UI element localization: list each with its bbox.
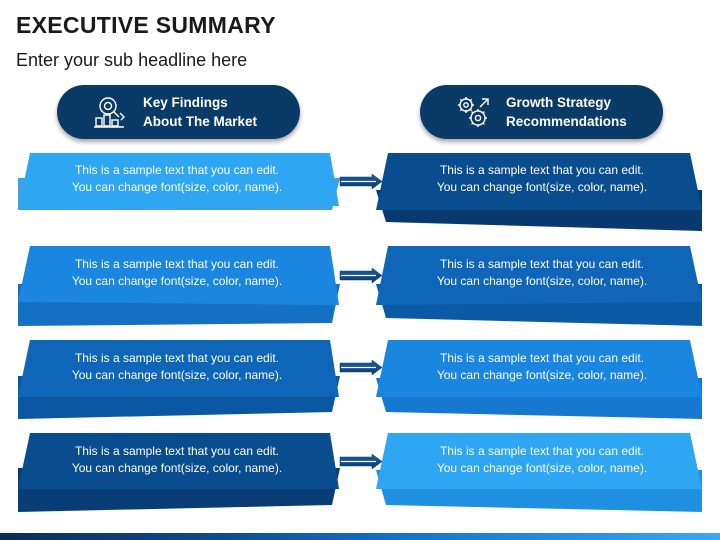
- text-line: This is a sample text that you can edit.: [74, 257, 280, 271]
- header-label-line: Growth Strategy: [506, 95, 612, 110]
- ribbon-face: [18, 433, 339, 489]
- row-1-shapes: [18, 153, 702, 231]
- ribbon-face: [18, 246, 339, 305]
- arrow-icon: [339, 173, 383, 190]
- arrow-icon: [339, 267, 383, 284]
- ribbon-face: [18, 340, 339, 397]
- page-title: EXECUTIVE SUMMARY: [16, 12, 276, 38]
- text-line: You can change font(size, color, name).: [436, 368, 648, 382]
- text-line: This is a sample text that you can edit.: [439, 163, 645, 177]
- footer-bar: [0, 533, 720, 540]
- strategy-text-2: This is a sample text that you can edit.…: [392, 256, 692, 290]
- text-line: You can change font(size, color, name).: [436, 180, 648, 194]
- text-line: You can change font(size, color, name).: [71, 274, 283, 288]
- strategy-text-1: This is a sample text that you can edit.…: [392, 162, 692, 196]
- arrow-icon: [339, 359, 383, 376]
- ribbon-face: [376, 153, 702, 210]
- ribbon-face: [18, 153, 339, 210]
- row-2-shapes: [18, 246, 702, 326]
- header-label: Key Findings About The Market: [143, 93, 257, 131]
- text-line: This is a sample text that you can edit.: [439, 351, 645, 365]
- row-3-shapes: [18, 340, 702, 419]
- text-line: This is a sample text that you can edit.: [74, 444, 280, 458]
- finding-text-3: This is a sample text that you can edit.…: [27, 350, 327, 384]
- header-label: Growth Strategy Recommendations: [506, 93, 627, 131]
- text-line: You can change font(size, color, name).: [436, 274, 648, 288]
- strategy-text-3: This is a sample text that you can edit.…: [392, 350, 692, 384]
- text-line: You can change font(size, color, name).: [71, 368, 283, 382]
- text-line: This is a sample text that you can edit.: [439, 444, 645, 458]
- text-line: This is a sample text that you can edit.: [74, 163, 280, 177]
- header-label-line: Key Findings: [143, 95, 228, 110]
- row-4-shapes: [18, 433, 702, 512]
- header-growth-strategy: Growth Strategy Recommendations: [420, 85, 663, 139]
- header-label-line: About The Market: [143, 114, 258, 129]
- text-line: This is a sample text that you can edit.: [74, 351, 280, 365]
- strategy-text-4: This is a sample text that you can edit.…: [392, 443, 692, 477]
- ribbon-face: [376, 246, 702, 305]
- header-key-findings: Key Findings About The Market: [57, 85, 300, 139]
- finding-text-4: This is a sample text that you can edit.…: [27, 443, 327, 477]
- finding-text-1: This is a sample text that you can edit.…: [27, 162, 327, 196]
- text-line: This is a sample text that you can edit.: [439, 257, 645, 271]
- ribbon-face: [376, 433, 702, 489]
- ribbon-face: [376, 340, 702, 397]
- gears-strategy-icon: [458, 97, 489, 127]
- text-line: You can change font(size, color, name).: [436, 461, 648, 475]
- finding-text-2: This is a sample text that you can edit.…: [27, 256, 327, 290]
- text-line: You can change font(size, color, name).: [71, 461, 283, 475]
- header-label-line: Recommendations: [506, 114, 627, 129]
- page-subtitle: Enter your sub headline here: [16, 50, 248, 70]
- text-line: You can change font(size, color, name).: [71, 180, 283, 194]
- market-research-icon: [94, 97, 125, 128]
- arrow-icon: [339, 453, 383, 470]
